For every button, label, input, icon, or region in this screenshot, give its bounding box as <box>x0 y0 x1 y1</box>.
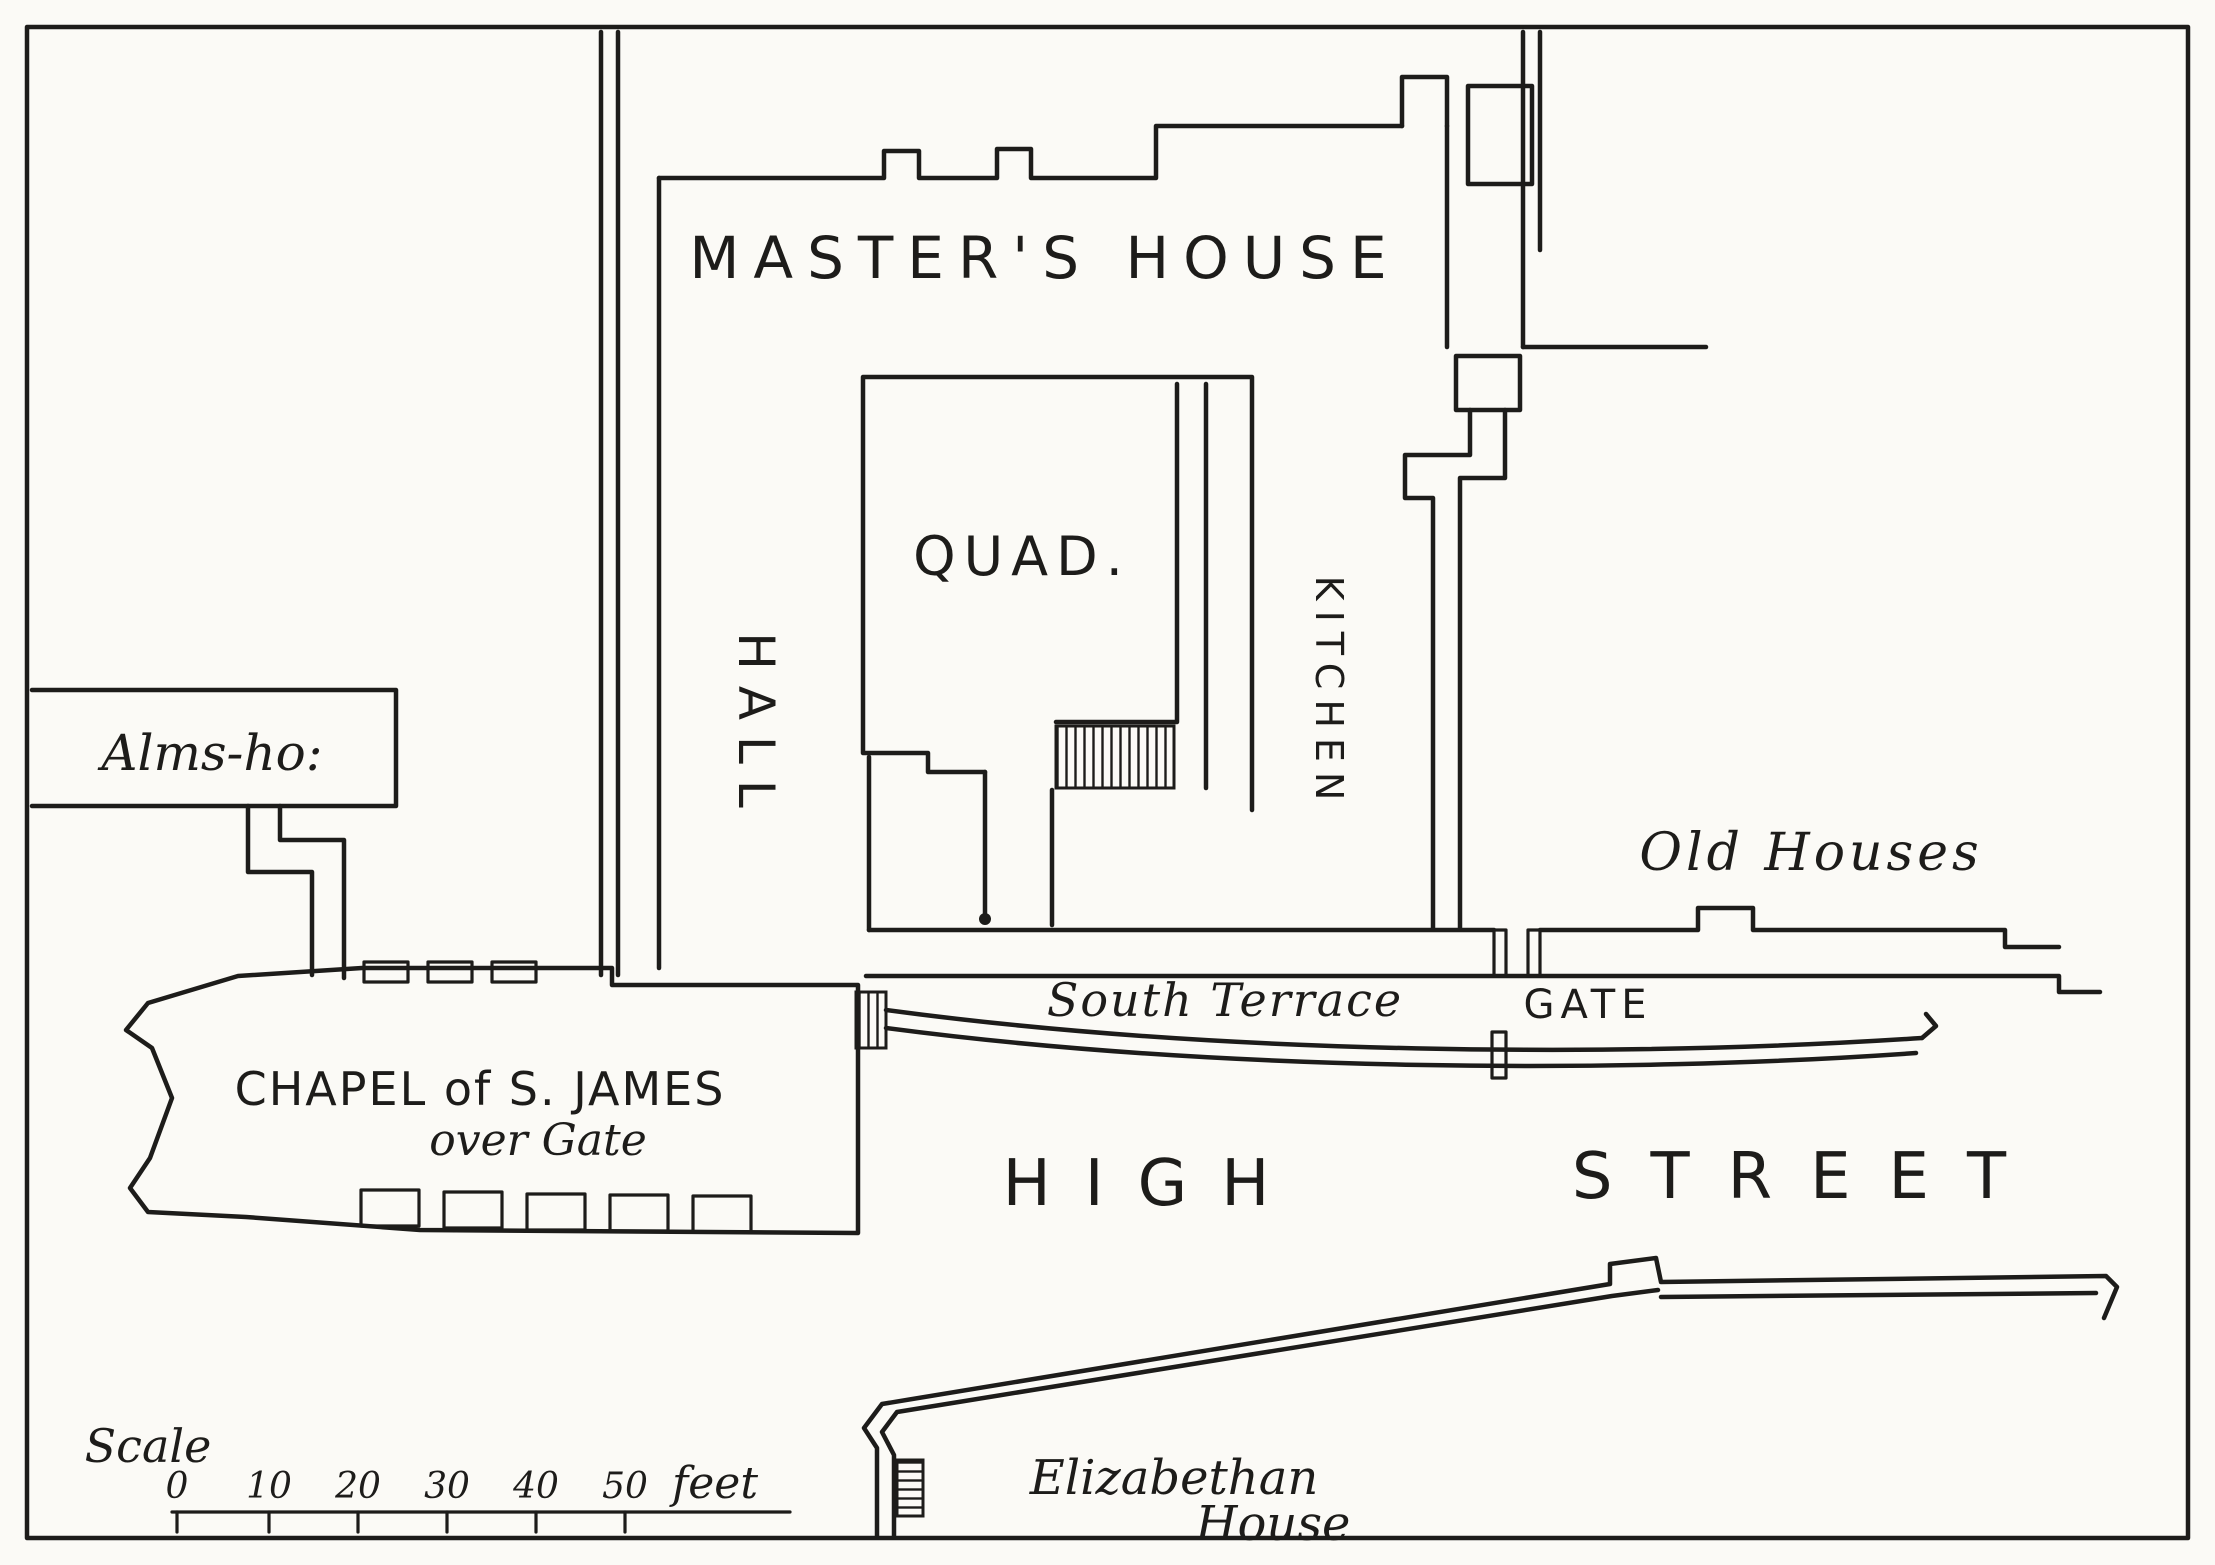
small-outbuilding <box>1453 353 1523 413</box>
terrace-stair-hatch <box>854 990 888 1050</box>
chapel-windows <box>359 1188 753 1234</box>
terrace-wall-upper <box>883 1007 1925 1053</box>
chapel-window <box>525 1192 587 1232</box>
scale-tick-label-0: 0 <box>166 1466 189 1507</box>
chapel-buttress <box>362 960 410 984</box>
chapel-north-buttresses <box>362 960 538 984</box>
elizabethan-house-outline-outer <box>861 1255 2120 1539</box>
masters-house-ne-annex-b <box>1465 83 1535 187</box>
terrace-wall-end-hook <box>1919 1011 1939 1041</box>
label-south-terrace: South Terrace <box>1047 973 1403 1027</box>
masters-house-ne-annex-a <box>1399 74 1450 129</box>
scale-tick-label-30: 30 <box>424 1466 470 1507</box>
label-masters-house: MASTER'S HOUSE <box>689 224 1400 292</box>
quad-outline <box>860 374 1255 813</box>
gate-pier-east <box>1526 928 1542 978</box>
gate-pier-west <box>1492 928 1508 978</box>
scale-tick-label-50: 50 <box>602 1466 648 1507</box>
label-over-gate: over Gate <box>429 1115 647 1166</box>
almshouse-corridor-west <box>245 803 315 978</box>
label-high: HIGH <box>1003 1147 1304 1221</box>
kitchen-east-wall-west-line <box>1402 407 1473 931</box>
label-alms-ho: Alms-ho: <box>97 724 322 782</box>
terrace-wall-lower <box>883 1025 1919 1069</box>
scale-tick-label-20: 20 <box>334 1466 381 1507</box>
chapel-window <box>359 1188 421 1228</box>
kitchen-east-wall-east-line <box>1457 407 1508 931</box>
chapel-buttress <box>426 960 474 984</box>
label-gate: GATE <box>1524 982 1653 1028</box>
chapel-buttress <box>490 960 538 984</box>
label-elizabethan-line1: Elizabethan <box>1029 1450 1319 1506</box>
almshouse-corridor-east <box>277 803 347 981</box>
quad-inner-wall-a <box>1053 381 1180 725</box>
label-scale: Scale <box>85 1419 212 1473</box>
scale-tick-label-10: 10 <box>246 1466 292 1507</box>
south-range-top-east <box>1537 905 2062 950</box>
terrace-gate-pier <box>1490 1030 1508 1080</box>
wall-pier-dot <box>979 913 991 925</box>
scale-unit-label: feet <box>669 1458 758 1509</box>
chapel-window <box>442 1190 504 1230</box>
quad-stair-hatch <box>1054 724 1176 790</box>
label-hall: HALL <box>727 632 785 824</box>
elizabethan-stair-hatch <box>895 1458 925 1518</box>
elizabethan-house-outline-inner <box>879 1287 1661 1539</box>
label-chapel: CHAPEL of S. JAMES <box>235 1062 726 1116</box>
elizabethan-garden-wall-inner <box>1658 1290 2099 1300</box>
south-range-bottom <box>863 973 2103 995</box>
chapel-outline <box>123 965 861 1236</box>
masters-house-outline <box>656 123 1405 181</box>
label-kitchen: KITCHEN <box>1307 576 1351 811</box>
label-street: STREET <box>1572 1140 2044 1214</box>
label-old-houses: Old Houses <box>1639 823 1982 883</box>
almshouse-outline <box>29 687 399 809</box>
label-elizabethan-line2: House <box>1195 1496 1351 1552</box>
chapel-window <box>691 1194 753 1234</box>
chapel-window <box>608 1193 670 1233</box>
label-quad: QUAD. <box>913 525 1131 588</box>
outer-border <box>24 24 2191 1541</box>
scale-bar <box>170 1510 792 1534</box>
scale-tick-label-40: 40 <box>512 1466 559 1507</box>
